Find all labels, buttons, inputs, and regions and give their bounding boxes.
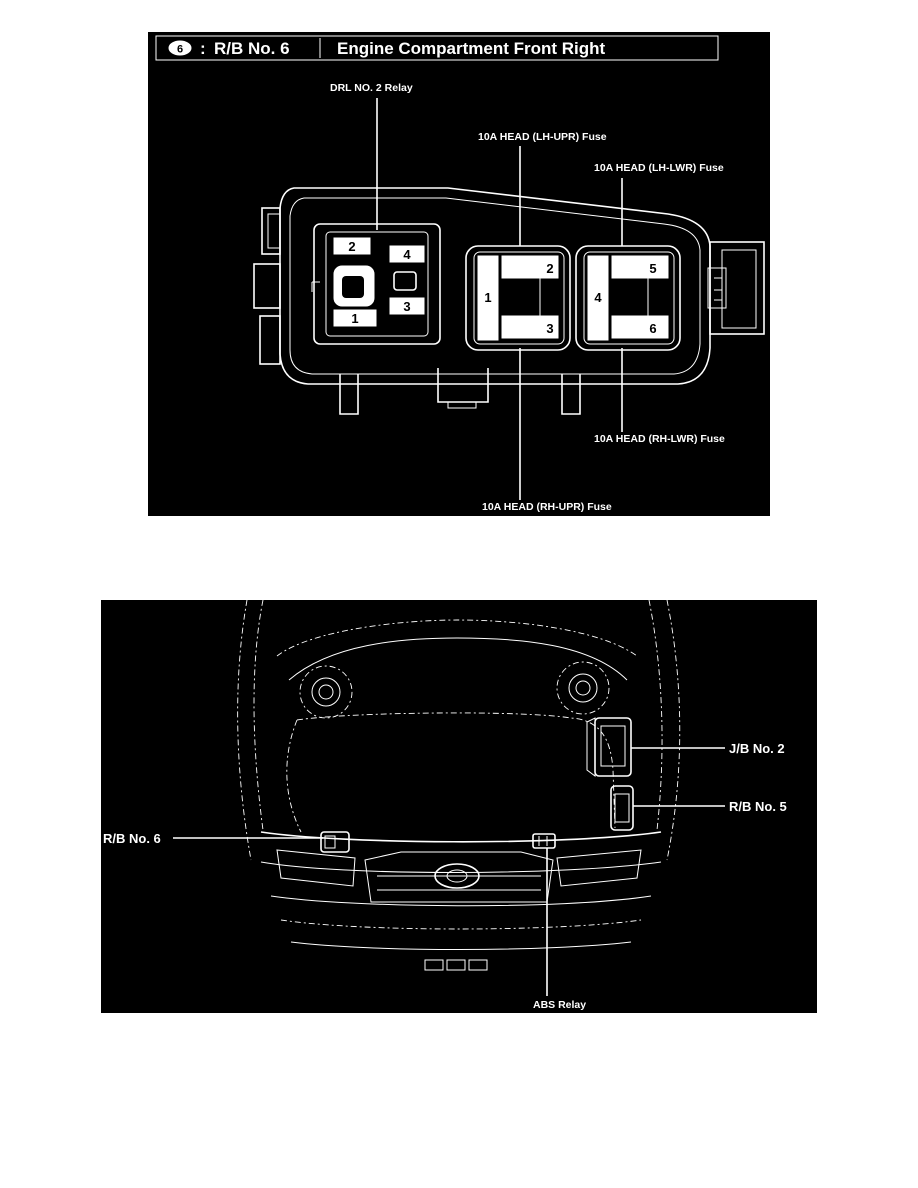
relay-block-diagram: 6 : R/B No. 6 Engine Compartment Front R… bbox=[155, 35, 765, 513]
housing-inner bbox=[289, 197, 701, 375]
fuse-block-right bbox=[575, 245, 681, 351]
right-headlight bbox=[556, 849, 642, 887]
housing-outline bbox=[279, 187, 711, 385]
fuse-lh-lwr-blade bbox=[611, 255, 669, 279]
fuse-block-left-inner bbox=[473, 251, 565, 345]
relay-terminal-4-label: 4 bbox=[403, 247, 411, 262]
fuse-terminal-5-label: 5 bbox=[649, 261, 656, 276]
left-strut-tower bbox=[299, 665, 353, 719]
fuse-terminal-1 bbox=[477, 255, 499, 341]
section-symbol-badge bbox=[168, 40, 192, 56]
callout-abs-relay: ABS Relay bbox=[533, 999, 586, 1011]
emblem bbox=[434, 863, 480, 889]
relay-terminal-1 bbox=[333, 309, 377, 327]
relay-terminal-3-label: 3 bbox=[403, 299, 410, 314]
section-symbol: 6 bbox=[177, 44, 183, 56]
callout-rb5: R/B No. 5 bbox=[729, 799, 787, 814]
callout-jb2: J/B No. 2 bbox=[729, 741, 785, 756]
rb6-component bbox=[320, 831, 350, 853]
housing-tab bbox=[267, 213, 281, 249]
right-fender-line bbox=[648, 600, 663, 831]
right-strut-tower bbox=[556, 661, 610, 715]
fuse-terminal-4-label: 4 bbox=[594, 290, 602, 305]
firewall-outline bbox=[288, 637, 628, 681]
drl-relay-housing bbox=[313, 223, 441, 345]
rb5-component bbox=[610, 785, 634, 831]
bumper-top bbox=[270, 895, 652, 907]
fuse-terminal-4 bbox=[587, 255, 609, 341]
relay-terminal-3 bbox=[389, 297, 425, 315]
callout-rh-lwr-fuse: 10A HEAD (RH-LWR) Fuse bbox=[594, 433, 725, 445]
engine-bay-location-panel: J/B No. 2 R/B No. 5 R/B No. 6 ABS Relay bbox=[101, 600, 817, 1013]
fuse-lh-upr-blade bbox=[501, 255, 559, 279]
header-box-name: R/B No. 6 bbox=[214, 39, 290, 58]
callout-rb6: R/B No. 6 bbox=[103, 831, 161, 846]
housing-foot bbox=[437, 368, 489, 403]
drl-relay-body bbox=[325, 231, 429, 337]
cowl-outline bbox=[276, 619, 638, 657]
housing-foot bbox=[339, 374, 359, 415]
header-frame bbox=[155, 35, 719, 61]
side-connector-latch bbox=[707, 267, 727, 309]
left-fender-line bbox=[253, 600, 264, 831]
radiator-support bbox=[260, 831, 662, 843]
housing-foot bbox=[561, 374, 581, 415]
fuse-terminal-2-label: 2 bbox=[546, 261, 553, 276]
left-headlight bbox=[276, 849, 356, 887]
relay-block-diagram-panel: 6 : R/B No. 6 Engine Compartment Front R… bbox=[148, 32, 770, 516]
fuse-terminal-6-label: 6 bbox=[649, 321, 656, 336]
fuse-block-right-inner bbox=[583, 251, 675, 345]
header-separator: : bbox=[200, 39, 206, 58]
relay-terminal-4 bbox=[389, 245, 425, 263]
housing-tab bbox=[253, 263, 281, 309]
housing-tab bbox=[259, 315, 281, 365]
engine-bay-diagram: J/B No. 2 R/B No. 5 R/B No. 6 ABS Relay bbox=[103, 600, 787, 1011]
callout-lh-upr-fuse: 10A HEAD (LH-UPR) Fuse bbox=[478, 131, 607, 143]
relay-terminal-2-label: 2 bbox=[348, 239, 355, 254]
relay-terminal-slot bbox=[393, 271, 417, 291]
callout-lh-lwr-fuse: 10A HEAD (LH-LWR) Fuse bbox=[594, 162, 724, 174]
fuse-rh-lwr-blade bbox=[611, 315, 669, 339]
fuse-block-left bbox=[465, 245, 571, 351]
fuse-terminal-3-label: 3 bbox=[546, 321, 553, 336]
housing-tab bbox=[261, 207, 281, 255]
callout-rh-upr-fuse: 10A HEAD (RH-UPR) Fuse bbox=[482, 501, 612, 513]
relay-terminal-1-label: 1 bbox=[351, 311, 358, 326]
side-connector bbox=[721, 249, 757, 329]
grille bbox=[364, 851, 554, 903]
relay-terminal-2 bbox=[333, 237, 371, 255]
bumper-bottom bbox=[290, 941, 632, 950]
header-location: Engine Compartment Front Right bbox=[337, 39, 606, 58]
fuse-rh-upr-blade bbox=[501, 315, 559, 339]
side-connector bbox=[709, 241, 765, 335]
callout-drl-relay: DRL NO. 2 Relay bbox=[330, 82, 413, 94]
fuse-terminal-1-label: 1 bbox=[484, 290, 491, 305]
